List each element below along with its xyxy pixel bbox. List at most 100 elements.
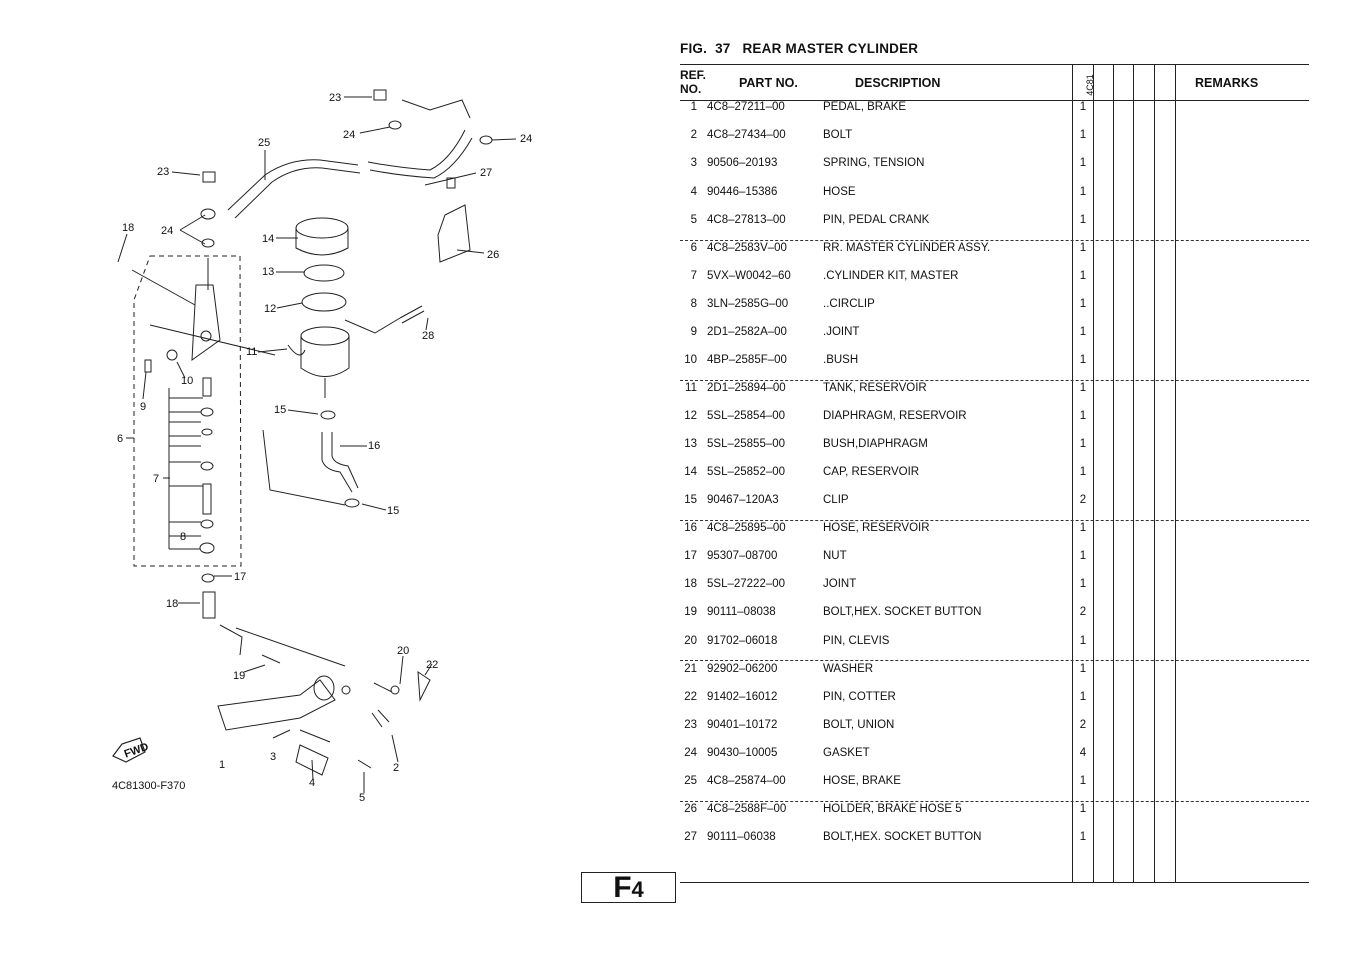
description-cell: PIN, COTTER [823, 691, 896, 703]
ref-cell: 14 [684, 466, 697, 478]
callout-number: 23 [157, 166, 169, 178]
part-number-cell: 5SL–25854–00 [707, 410, 786, 422]
ref-cell: 13 [684, 438, 697, 450]
brake-hose-shape [227, 159, 359, 211]
ref-cell: 12 [684, 410, 697, 422]
quantity-cell: 1 [1079, 186, 1087, 198]
callout-number: 14 [262, 233, 274, 245]
group-separator [680, 380, 1309, 381]
callout-number: 13 [262, 266, 274, 278]
part-number-cell: 90446–15386 [707, 186, 778, 198]
reservoir-tank-shape [300, 326, 350, 346]
callout-number: 23 [329, 92, 341, 104]
part-number-cell: 95307–08700 [707, 550, 778, 562]
description-cell: TANK, RESERVOIR [823, 382, 927, 394]
ref-cell: 23 [684, 719, 697, 731]
ref-cell: 3 [690, 157, 697, 169]
description-cell: HOSE, BRAKE [823, 775, 901, 787]
description-cell: ..CIRCLIP [823, 298, 875, 310]
table-row: 9 2D1–2582A–00 .JOINT 1 [680, 326, 1309, 340]
description-cell: WASHER [823, 663, 874, 675]
description-cell: BOLT, UNION [823, 719, 895, 731]
column-divider [1093, 64, 1094, 882]
quantity-cell: 1 [1079, 691, 1087, 703]
quantity-cell: 1 [1079, 382, 1087, 394]
description-cell: HOSE [823, 186, 856, 198]
quantity-cell: 1 [1079, 101, 1087, 113]
part-number-cell: 4C8–27211–00 [707, 101, 785, 113]
exploded-parts-diagram: FWD 23 24 24 25 23 27 18 24 14 26 13 12 … [112, 89, 532, 804]
quantity-cell: 1 [1079, 522, 1087, 534]
callout-number: 5 [359, 792, 365, 804]
diagram-code: 4C81300-F370 [112, 780, 185, 792]
callout-number: 19 [233, 670, 245, 682]
part-number-cell: 92902–06200 [707, 663, 778, 675]
part-number-cell: 91402–16012 [707, 691, 778, 703]
quantity-cell: 2 [1079, 719, 1087, 731]
quantity-cell: 1 [1079, 438, 1087, 450]
page-section-tab: F4 [581, 872, 676, 903]
table-row: 13 5SL–25855–00 BUSH,DIAPHRAGM 1 [680, 438, 1309, 452]
part-number-cell: 5SL–25855–00 [707, 438, 786, 450]
part-number-cell: 5VX–W0042–60 [707, 270, 791, 282]
header-remarks: REMARKS [1195, 76, 1259, 90]
table-row: 4 90446–15386 HOSE 1 [680, 186, 1309, 200]
joint-shape [202, 591, 216, 619]
ref-cell: 7 [690, 270, 697, 282]
ref-cell: 2 [690, 129, 697, 141]
description-cell: CLIP [823, 494, 849, 506]
header-bottom-border [680, 100, 1309, 101]
quantity-cell: 1 [1079, 298, 1087, 310]
part-number-cell: 4BP–2585F–00 [707, 354, 787, 366]
part-number-cell: 4C8–27434–00 [707, 129, 786, 141]
callout-number: 18 [122, 222, 134, 234]
ref-cell: 16 [684, 522, 697, 534]
ref-cell: 9 [690, 326, 697, 338]
description-cell: PIN, PEDAL CRANK [823, 214, 930, 226]
part-number-cell: 90111–06038 [707, 831, 776, 843]
ref-cell: 27 [684, 831, 697, 843]
quantity-cell: 1 [1079, 129, 1087, 141]
part-number-cell: 90467–120A3 [707, 494, 779, 506]
description-cell: DIAPHRAGM, RESERVOIR [823, 410, 967, 422]
description-cell: .JOINT [823, 326, 860, 338]
description-cell: JOINT [823, 578, 857, 590]
callout-number: 3 [270, 751, 276, 763]
part-number-cell: 2D1–2582A–00 [707, 326, 787, 338]
callout-number: 4 [309, 777, 315, 789]
header-part-no: PART NO. [739, 76, 798, 90]
callout-number: 17 [234, 571, 246, 583]
description-cell: BUSH,DIAPHRAGM [823, 438, 928, 450]
assembly-boundary [133, 255, 242, 567]
callout-number: 24 [161, 225, 173, 237]
description-cell: HOLDER, BRAKE HOSE 5 [823, 803, 962, 815]
callout-number: 24 [520, 133, 532, 145]
header-model-code: 4C81 [1085, 74, 1095, 96]
column-divider [1072, 64, 1073, 882]
callout-number: 6 [117, 433, 123, 445]
callout-number: 18 [166, 598, 178, 610]
ref-cell: 21 [684, 663, 697, 675]
part-number-cell: 91702–06018 [707, 635, 778, 647]
header-ref-line2: NO. [680, 82, 702, 96]
part-number-cell: 5SL–27222–00 [707, 578, 786, 590]
quantity-cell: 1 [1079, 326, 1087, 338]
column-divider [1175, 64, 1176, 882]
reservoir-cap-shape [295, 217, 349, 239]
callout-number: 8 [180, 531, 186, 543]
quantity-cell: 1 [1079, 354, 1087, 366]
ref-cell: 20 [684, 635, 697, 647]
ref-cell: 4 [690, 186, 697, 198]
reservoir-hose-shape [321, 432, 353, 493]
ref-cell: 5 [690, 214, 697, 226]
callout-number: 10 [181, 375, 193, 387]
